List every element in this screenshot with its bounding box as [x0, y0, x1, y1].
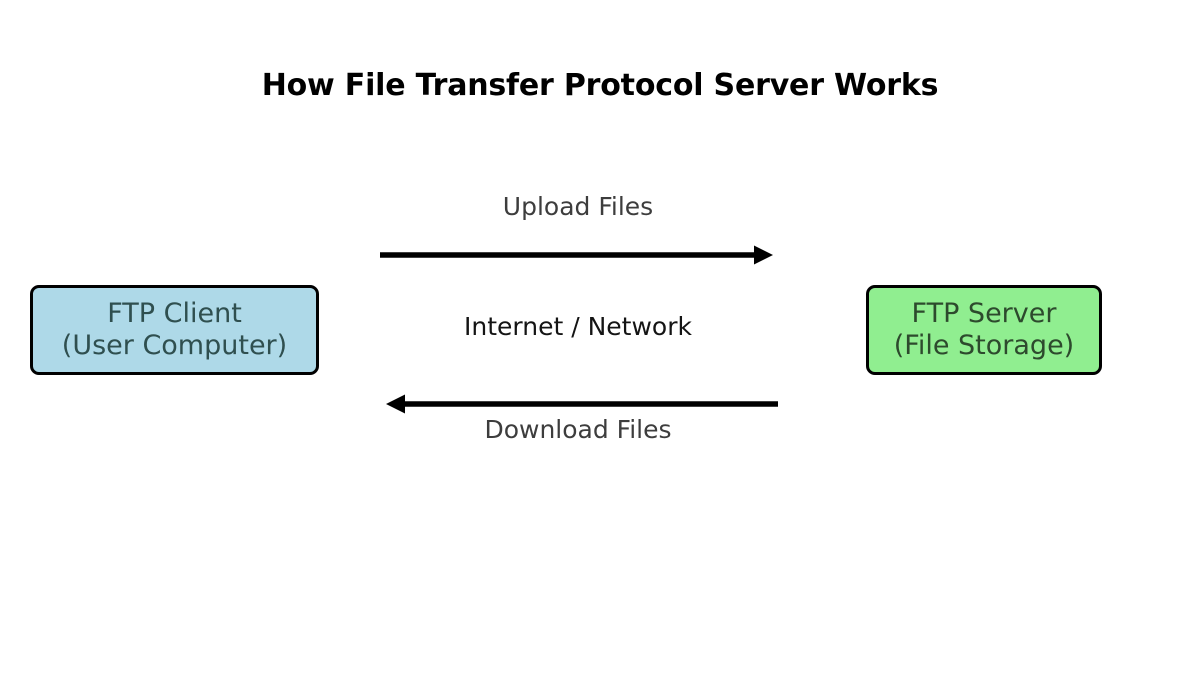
edge-label-network: Internet / Network	[464, 312, 692, 341]
node-ftp-server: FTP Server (File Storage)	[866, 285, 1102, 375]
arrow-left-icon	[386, 394, 778, 414]
node-ftp-server-label-line2: (File Storage)	[893, 330, 1075, 361]
arrow-right-icon	[380, 245, 773, 265]
edge-label-download: Download Files	[484, 415, 672, 444]
node-ftp-client-label-line2: (User Computer)	[61, 330, 288, 361]
page-title: How File Transfer Protocol Server Works	[261, 68, 939, 103]
node-ftp-client-label-line1: FTP Client	[107, 298, 242, 330]
node-ftp-client: FTP Client (User Computer)	[30, 285, 319, 375]
edge-label-upload: Upload Files	[502, 192, 654, 221]
node-ftp-server-label-line1: FTP Server	[911, 298, 1057, 330]
